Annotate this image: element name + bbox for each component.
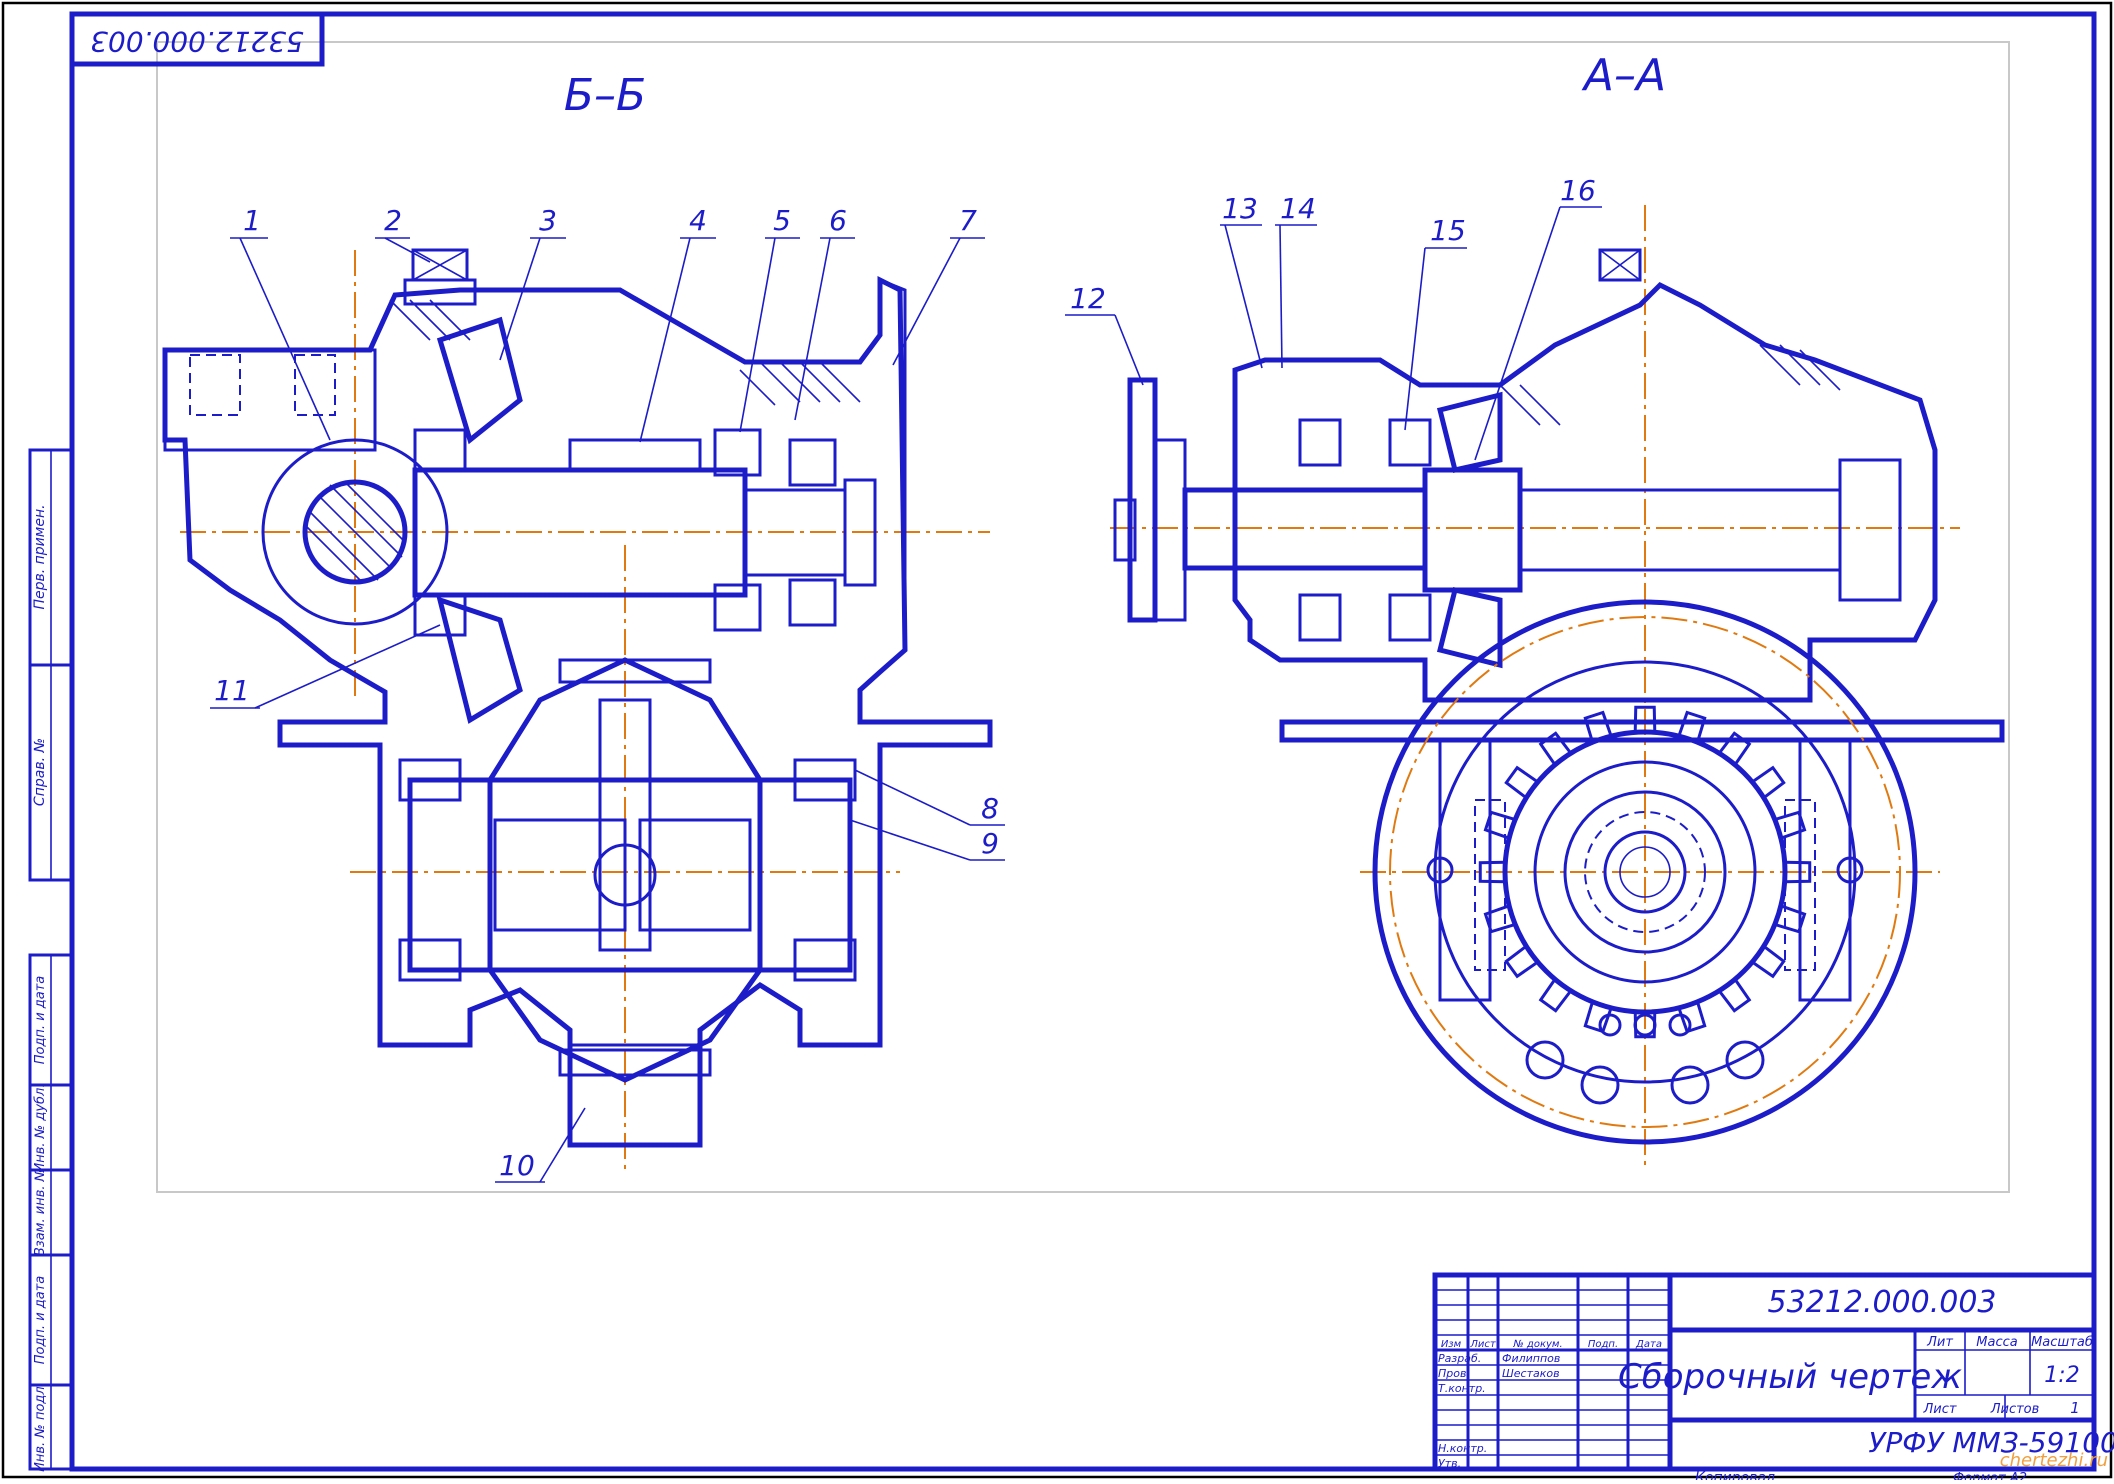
svg-text:16: 16	[1560, 174, 1596, 207]
svg-text:11: 11	[214, 674, 250, 707]
section-a-view	[1110, 205, 2005, 1170]
callout-2: 2	[375, 204, 431, 263]
svg-text:12: 12	[1070, 282, 1106, 315]
stamp-perv-primen: Перв. примен.	[32, 504, 48, 609]
callout-5: 5	[739, 204, 800, 433]
row-nkontr: Н.контр.	[1438, 1442, 1487, 1455]
spline-tooth	[1583, 1001, 1613, 1034]
svg-text:8: 8	[981, 792, 999, 825]
sheet-label: Лист	[1923, 1402, 1957, 1417]
spline-tooth	[1478, 860, 1506, 884]
spline-tooth	[1751, 765, 1786, 800]
title-doc-number: 53212.000.003	[1767, 1285, 1996, 1320]
view-title-a: А–А	[1581, 50, 1666, 101]
row-razrab: Разраб.	[1438, 1352, 1481, 1365]
svg-text:6: 6	[829, 204, 847, 237]
spline-tooth	[1751, 944, 1786, 979]
title-organization: УРФУ ММЗ-591005	[1868, 1426, 2114, 1459]
svg-text:4: 4	[689, 204, 707, 237]
spline-tooth	[1717, 731, 1752, 766]
format-caption: Формат A2	[1953, 1471, 2027, 1480]
sheets-label: Листов	[1990, 1402, 2040, 1417]
stamp-podp-1: Подп. и дата	[33, 976, 48, 1065]
callout-8: 8	[854, 769, 1005, 826]
callout-15: 15	[1404, 214, 1467, 431]
stamp-inv-dubl: Инв. № дубл.	[33, 1084, 48, 1173]
spline-tooth	[1774, 904, 1807, 934]
svg-text:1: 1	[243, 204, 261, 237]
copied-caption: Копировал	[1695, 1470, 1775, 1480]
spline-tooth	[1774, 810, 1807, 840]
svg-text:10: 10	[499, 1149, 535, 1182]
svg-text:3: 3	[539, 204, 557, 237]
spline-tooth	[1483, 904, 1516, 934]
sheets-value: 1	[2070, 1399, 2080, 1417]
watermark: chertezhi.ru	[2000, 1450, 2108, 1471]
callout-13: 13	[1220, 192, 1263, 369]
spline-tooth	[1483, 810, 1516, 840]
title-block: 53212.000.003 Сборочный чертеж УРФУ ММЗ-…	[1432, 1272, 2114, 1472]
stamp-inv-podl: Инв. № подл.	[33, 1382, 48, 1472]
view-title-b: Б–Б	[564, 70, 646, 121]
callout-6: 6	[794, 204, 855, 421]
svg-text:2: 2	[384, 204, 402, 237]
callout-12: 12	[1065, 282, 1144, 386]
spline-tooth	[1504, 944, 1539, 979]
spline-tooth	[1504, 765, 1539, 800]
row-prov: Пров.	[1438, 1367, 1470, 1380]
row-utv: Утв.	[1438, 1457, 1461, 1470]
name-prov: Шестаков	[1502, 1367, 1560, 1380]
scale-value: 1:2	[2044, 1363, 2079, 1388]
spline-tooth	[1538, 731, 1573, 766]
hdr-lit: Лит	[1926, 1335, 1953, 1350]
spline-tooth	[1633, 705, 1657, 733]
svg-text:14: 14	[1280, 192, 1316, 225]
side-stamp-column: Перв. примен. Справ. № Подп. и дата Инв.…	[28, 448, 74, 1472]
name-razrab: Филиппов	[1502, 1352, 1560, 1365]
stamp-sprav: Справ. №	[32, 738, 48, 806]
spline-tooth	[1583, 710, 1613, 743]
top-doc-number: 53212.000.003	[90, 25, 304, 58]
callout-10: 10	[495, 1107, 586, 1183]
svg-text:9: 9	[981, 827, 999, 860]
top-doc-number-box: 53212.000.003	[69, 11, 325, 67]
title-drawing-name: Сборочный чертеж	[1618, 1357, 1962, 1397]
col-doc: № докум.	[1512, 1339, 1562, 1350]
view-area-border	[156, 41, 2010, 1193]
col-izm: Изм	[1441, 1339, 1462, 1350]
hdr-mass: Масса	[1976, 1335, 2017, 1350]
col-sign: Подп.	[1588, 1339, 1618, 1350]
row-tkontr: Т.контр.	[1438, 1382, 1486, 1395]
callout-1: 1	[230, 204, 331, 441]
callout-14: 14	[1275, 192, 1317, 369]
svg-text:13: 13	[1222, 192, 1258, 225]
svg-text:7: 7	[959, 204, 977, 237]
spline-tooth	[1717, 978, 1752, 1013]
svg-text:5: 5	[773, 204, 791, 237]
section-b-view	[162, 248, 993, 1175]
stamp-vzam-inv: Взам. инв. №	[33, 1168, 48, 1256]
callout-11: 11	[210, 624, 441, 709]
callout-7: 7	[892, 204, 985, 366]
callout-16: 16	[1474, 174, 1602, 461]
callout-3: 3	[499, 204, 566, 361]
spline-tooth	[1677, 710, 1707, 743]
col-date: Дата	[1635, 1339, 1662, 1350]
callout-4: 4	[639, 204, 716, 443]
stamp-podp-2: Подп. и дата	[33, 1276, 48, 1365]
spline-tooth	[1677, 1001, 1707, 1034]
spline-tooth	[1784, 860, 1812, 884]
callouts: 1 2 3 4 5 6 7 8 9 10	[210, 174, 1602, 1183]
spline-tooth	[1538, 978, 1573, 1013]
callout-9: 9	[849, 819, 1005, 861]
col-list: Лист	[1469, 1339, 1497, 1350]
svg-text:15: 15	[1430, 214, 1466, 247]
hdr-scale: Масштаб	[2031, 1335, 2093, 1350]
